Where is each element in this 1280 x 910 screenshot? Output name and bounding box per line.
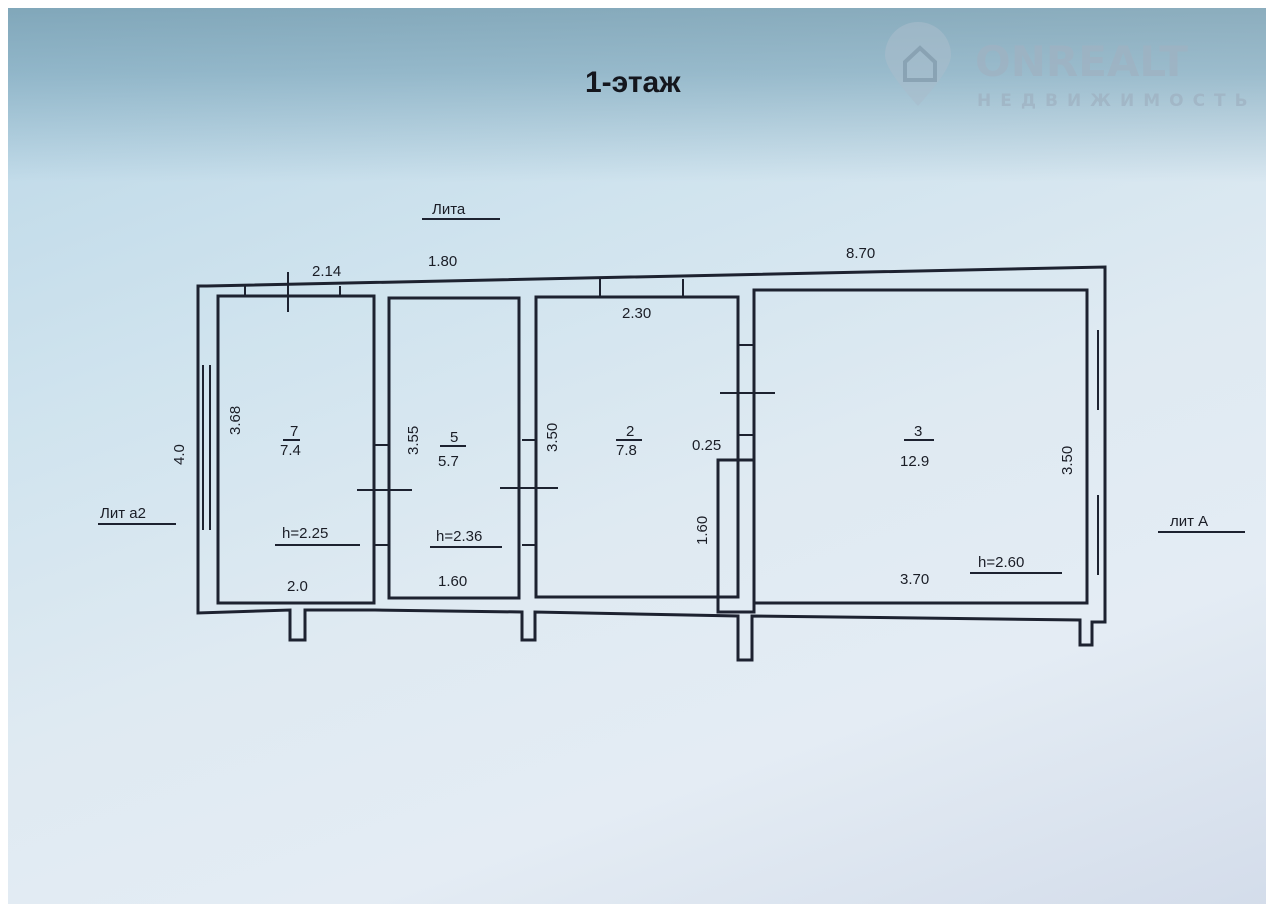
dim-room5-bottom: 1.60 [438,573,467,590]
dim-room2-height: 3.50 [544,423,561,452]
room-area: 5.7 [438,453,459,470]
room-5: 5 5.7 h=2.36 [430,429,502,548]
dim-room2-top: 2.30 [622,305,651,322]
page-title: 1-этаж [585,66,681,99]
dim-top-window: 2.14 [312,263,341,280]
label-lit-left: Лит а2 [100,505,146,522]
room-area: 7.8 [616,442,637,459]
dim-corridor: 1.60 [694,516,711,545]
room-area: 12.9 [900,453,929,470]
room-ceiling: h=2.25 [282,525,328,542]
room-area: 7.4 [280,442,301,459]
dim-top-mid: 1.80 [428,253,457,270]
location-pin-house-icon [885,22,951,106]
room-number: 5 [450,429,458,446]
room-2: 2 7.8 [616,423,642,459]
room-number: 3 [914,423,922,440]
room-ceiling: h=2.36 [436,528,482,545]
label-lit-top: Лита [432,201,466,218]
dim-room7-bottom: 2.0 [287,578,308,595]
room-number: 2 [626,423,634,440]
dim-room7-height: 3.68 [227,406,244,435]
dim-left-outer: 4.0 [171,444,188,465]
room-number: 7 [290,423,298,440]
room-3: 3 12.9 h=2.60 [900,423,1062,574]
room-7: 7 7.4 h=2.25 [275,423,360,546]
watermark-brand: ONREALT [975,37,1188,86]
label-lit-right: лит А [1170,513,1208,530]
dim-top-right: 8.70 [846,245,875,262]
dim-room5-height: 3.55 [405,426,422,455]
dim-room3-bottom: 3.70 [900,571,929,588]
watermark-tagline: НЕДВИЖИМОСТЬ [977,91,1257,111]
watermark: ONREALT НЕДВИЖИМОСТЬ [885,22,1257,111]
dim-partition: 0.25 [692,437,721,454]
room-ceiling: h=2.60 [978,554,1024,571]
walls [196,265,1107,662]
dim-room3-height: 3.50 [1059,446,1076,475]
